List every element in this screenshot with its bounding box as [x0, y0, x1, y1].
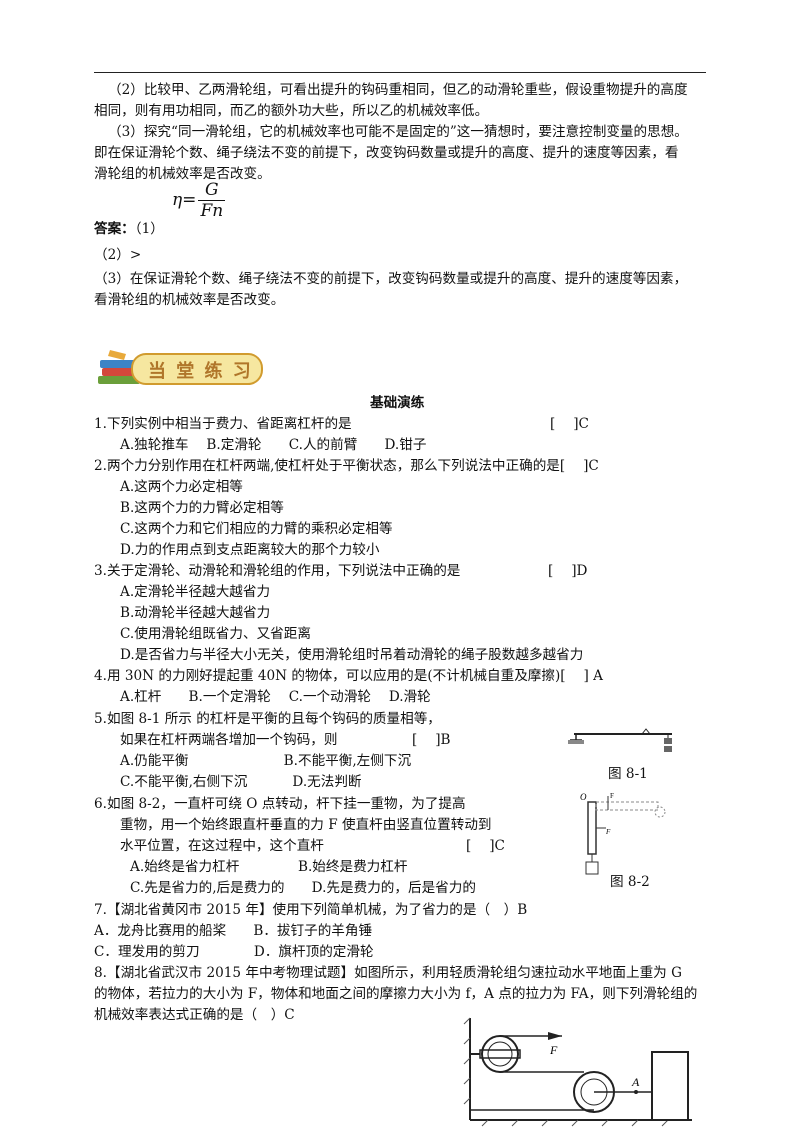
q5-stem: 5.如图 8-1 所示 的杠杆是平衡的且每个钩码的质量相等， [94, 711, 441, 727]
books-icon [98, 350, 263, 385]
q5-options-cd: C.不能平衡,右侧下沉 D.无法判断 [120, 774, 362, 790]
figure-label-A: A [631, 1075, 640, 1089]
figure-label-F: F [549, 1043, 558, 1057]
answer-label: 答案： [94, 221, 135, 237]
badge-text: 当 堂 练 习 [148, 361, 253, 382]
answer-a3-line1: （3）在保证滑轮个数、绳子绕法不变的前提下，改变钩码数量或提升的高度、提升的速度… [94, 271, 688, 287]
figure-8-1-caption: 图 8-1 [608, 766, 648, 782]
q6-line2: 重物，用一个始终跟直杆垂直的力 F 使直杆由竖直位置转动到 [120, 817, 492, 833]
intro-p2-line2: 相同，则有用功相同，而乙的额外功大些，所以乙的机械效率低。 [94, 103, 489, 119]
q6-options-ab: A.始终是省力杠杆 B.始终是费力杠杆 [130, 859, 408, 875]
q4-stem: 4.用 30N 的力刚好提起重 40N 的物体，可以应用的是(不计机械自重及摩擦… [94, 668, 603, 684]
q4-options: A.杠杆 B.一个定滑轮 C.一个动滑轮 D.滑轮 [120, 689, 431, 705]
q6-options-cd: C.先是省力的,后是费力的 D.先是费力的，后是省力的 [130, 880, 476, 896]
formula-denominator: Fn [200, 201, 224, 221]
q5-options-ab: A.仍能平衡 B.不能平衡,左侧下沉 [120, 753, 412, 769]
q8-line2: 的物体，若拉力的大小为 F，物体和地面之间的摩擦力大小为 f，A 点的拉力为 F… [94, 986, 698, 1002]
intro-p3-line2: 即在保证滑轮个数、绳子绕法不变的前提下，改变钩码数量或提升的高度、提升的速度等因… [94, 145, 679, 161]
q3-option-c: C.使用滑轮组既省力、又省距离 [120, 626, 311, 642]
q3-bracket: [ ]D [548, 563, 588, 579]
q6-stem: 6.如图 8-2，一直杆可绕 O 点转动，杆下挂一重物，为了提高 [94, 796, 466, 812]
q7-stem: 7.【湖北省黄冈市 2015 年】使用下列简单机械，为了省力的是（ ）B [94, 902, 528, 918]
q6-bracket: [ ]C [466, 838, 505, 854]
section-badge: 当 堂 练 习 [96, 348, 266, 390]
answer-a2: （2）> [94, 247, 142, 263]
q5-bracket: [ ]B [412, 732, 451, 748]
q1-bracket: [ ]C [550, 416, 589, 432]
q5-line2: 如果在杠杆两端各增加一个钩码，则 [120, 732, 338, 748]
q7-options-cd: C．理发用的剪刀 D．旗杆顶的定滑轮 [94, 944, 374, 960]
q2-option-a: A.这两个力必定相等 [120, 479, 243, 495]
answer-a3-line2: 看滑轮组的机械效率是否改变。 [94, 292, 285, 308]
q2-option-d: D.力的作用点到支点距离较大的那个力较小 [120, 542, 380, 558]
q7-options-ab: A．龙舟比赛用的船桨 B．拔钉子的羊角锤 [94, 923, 373, 939]
q2-option-b: B.这两个力的力臂必定相等 [120, 500, 284, 516]
figure-8-2-label-top-F: F [610, 792, 614, 800]
header-rule [94, 72, 706, 73]
formula-numerator: G [198, 180, 226, 201]
q6-line3: 水平位置，在这过程中，这个直杆 [120, 838, 324, 854]
q3-stem: 3.关于定滑轮、动滑轮和滑轮组的作用，下列说法中正确的是 [94, 563, 461, 579]
figure-8-2-caption: 图 8-2 [610, 874, 650, 890]
formula-lhs: η= [172, 190, 197, 210]
figure-8-2-label-O: O [580, 792, 587, 802]
intro-p2-line1: （2）比较甲、乙两滑轮组，可看出提升的钩码重相同，但乙的动滑轮重些，假设重物提升… [108, 82, 688, 98]
q3-option-d: D.是否省力与半径大小无关，使用滑轮组时吊着动滑轮的绳子股数越多越省力 [120, 647, 584, 663]
figure-8-2-rod: O F F [576, 788, 672, 880]
q1-options: A.独轮推车 B.定滑轮 C.人的前臂 D.钳子 [120, 437, 427, 453]
intro-p3-line1: （3）探究“同一滑轮组，它的机械效率也可能不是固定的”这一猜想时，要注意控制变量… [108, 124, 688, 140]
q2-stem: 2.两个力分别作用在杠杆两端,使杠杆处于平衡状态，那么下列说法中正确的是[ ]C [94, 458, 599, 474]
intro-p3-line3: 滑轮组的机械效率是否改变。 [94, 166, 271, 182]
answer-line1: 答案：（1） [94, 219, 164, 239]
q8-line3: 机械效率表达式正确的是（ ）C [94, 1007, 295, 1023]
figure-pulley-system: F A [462, 1014, 702, 1130]
answer-a1: （1） [134, 221, 164, 237]
q3-option-b: B.动滑轮半径越大越省力 [120, 605, 271, 621]
q1-stem: 1.下列实例中相当于费力、省距离杠杆的是 [94, 416, 352, 432]
q8-line1: 8.【湖北省武汉市 2015 年中考物理试题】如图所示，利用轻质滑轮组匀速拉动水… [94, 965, 682, 981]
section-title: 基础演练 [370, 395, 425, 411]
q2-option-c: C.这两个力和它们相应的力臂的乘积必定相等 [120, 521, 393, 537]
q3-option-a: A.定滑轮半径越大越省力 [120, 584, 271, 600]
figure-8-1-lever [564, 726, 682, 760]
figure-8-2-label-F: F [605, 828, 611, 836]
